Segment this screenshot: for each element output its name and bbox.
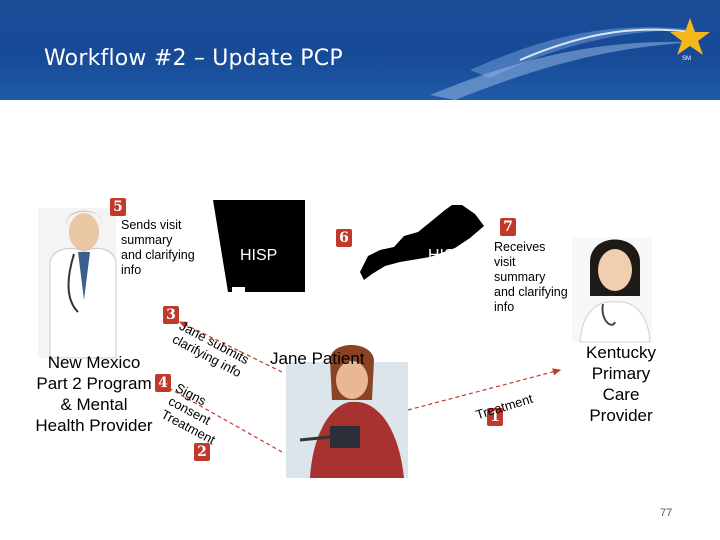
receives-visit-line-4: and clarifying [494,285,568,299]
ky-provider-label: Kentucky Primary Care Provider [578,342,664,426]
ky-provider-line-3: Care [602,385,640,404]
step-7-badge: 7 [500,218,516,236]
sends-visit-line-3: and clarifying [121,248,195,262]
new-mexico-state-shape [213,200,305,292]
step-6-badge: 6 [336,229,352,247]
step-3-badge: 3 [163,306,179,324]
step-2-badge: 2 [194,443,210,461]
ky-provider-line-4: Provider [589,406,653,425]
title-bar: Workflow #2 – Update PCP SM [0,0,720,100]
step-4-badge: 4 [155,374,171,392]
ky-provider-photo [572,238,652,343]
kentucky-state-shape [360,205,484,280]
receives-visit-line-3: summary [494,270,546,284]
arrow-jane-to-nm-provider [178,321,283,373]
receives-visit-summary-label: Receives visit summary and clarifying in… [494,240,568,315]
receives-visit-line-1: Receives [494,240,546,254]
arrow-treatment-to-ky-provider [407,368,562,411]
receives-visit-line-5: info [494,300,515,314]
nm-provider-line-1: New Mexico [47,353,141,372]
receives-visit-line-2: visit [494,255,516,269]
header-swoosh-decoration [430,18,710,100]
arrow-treatment-to-nm-provider [156,381,283,453]
hisp-ky-label: HISP [428,247,466,264]
page-number: 77 [660,507,673,519]
nm-provider-label: New Mexico Part 2 Program & Mental Healt… [28,352,160,436]
nm-provider-line-3: & Mental [60,395,128,414]
sends-visit-line-1: Sends visit [121,218,182,232]
patient-label: Jane Patient [270,349,365,368]
ky-provider-line-1: Kentucky [586,343,656,362]
nm-provider-photo [38,208,117,359]
nm-provider-line-2: Part 2 Program [36,374,152,393]
sends-visit-line-4: info [121,263,142,277]
star-logo-icon [670,18,710,55]
sends-visit-line-2: summary [121,233,173,247]
patient-photo [286,345,408,478]
sends-visit-summary-label: Sends visit summary and clarifying info [121,218,195,278]
ky-provider-line-2: Primary [591,364,651,383]
step-5-badge: 5 [110,198,126,216]
service-mark: SM [682,56,691,62]
hisp-nm-label: HISP [240,247,278,264]
slide-title: Workflow #2 – Update PCP [44,46,343,71]
step-1-badge: 1 [487,408,503,426]
nm-provider-line-4: Health Provider [35,416,153,435]
